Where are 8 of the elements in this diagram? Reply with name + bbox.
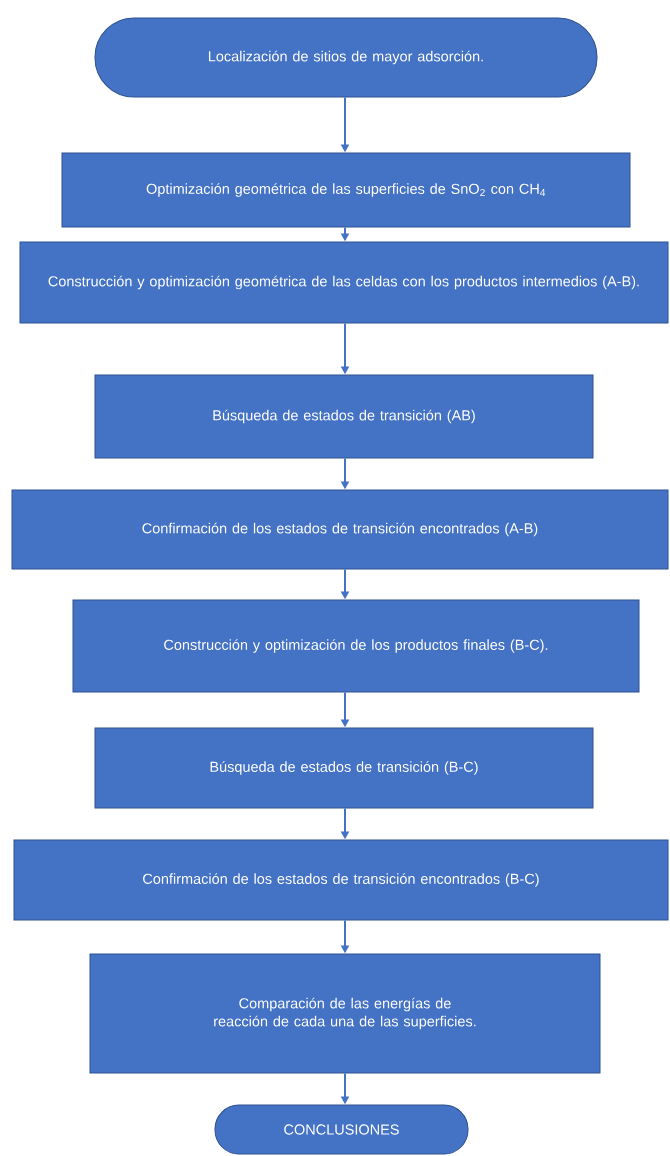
process-box: Confirmación de los estados de transición encontrados (A-B) [11, 489, 669, 570]
process-box: Optimización geométrica de las superficies de SnO$_{2}$ con CH$_{4}$ [61, 152, 631, 228]
process-box: Búsqueda de estados de transición (B-C) [94, 727, 594, 809]
process-box: Construcción y optimización geométrica de las celdas con los productos intermedios (A-B). [19, 241, 669, 324]
process-box: Confirmación de los estados de transición encontrados (B-C) [13, 839, 669, 921]
process-box: Comparación de las energías de reacción de cada una de las superficies. [89, 953, 601, 1074]
process-box: Búsqueda de estados de transición (AB) [94, 374, 594, 459]
process-box: Construcción y optimización de los productos finales (B-C). [72, 599, 640, 693]
